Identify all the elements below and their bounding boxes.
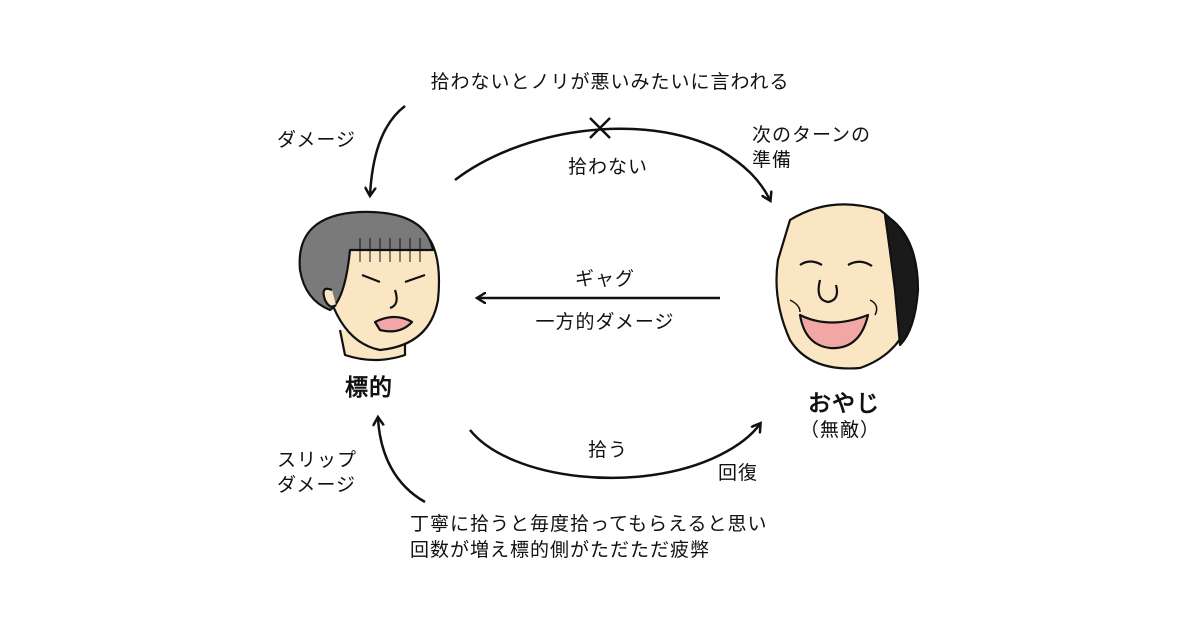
not-pick-up-arrow: [454, 127, 770, 200]
oyaji-sublabel: （無敵）: [800, 419, 881, 441]
bottom-note-line1: 丁寧に拾うと毎度拾ってもらえると思い: [410, 513, 768, 535]
left-bottom-label-line1: スリップ: [277, 449, 358, 471]
target-label: 標的: [345, 375, 393, 401]
recovery-label: 回復: [718, 462, 759, 484]
pick-up-label: 拾う: [587, 439, 629, 461]
target-face-icon: [298, 210, 441, 362]
gag-label: ギャグ: [574, 268, 636, 290]
left-top-label: ダメージ: [277, 129, 357, 151]
left-bottom-label-line2: ダメージ: [277, 474, 357, 496]
cross-mark-icon: [589, 117, 611, 139]
one-sided-damage-label: 一方的ダメージ: [535, 311, 675, 333]
right-top-label-line2: 準備: [752, 149, 793, 171]
damage-arrow: [370, 105, 406, 195]
bottom-note-line2: 回数が増え標的側がただただ疲弊: [410, 539, 711, 561]
oyaji-label: おやじ: [808, 391, 880, 417]
top-arrow-label: 拾わない: [567, 156, 649, 178]
right-top-label-line1: 次のターンの: [752, 124, 872, 146]
pick-up-arrow: [469, 424, 760, 480]
oyaji-face-icon: [775, 203, 920, 370]
slip-damage-arrow: [378, 418, 426, 504]
top-note: 拾わないとノリが悪いみたいに言われる: [430, 71, 790, 93]
